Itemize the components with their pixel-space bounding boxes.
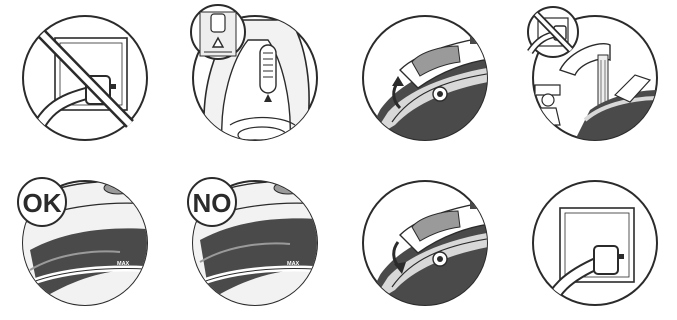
step-water-tank-fill-level bbox=[191, 5, 317, 143]
ok-badge: OK bbox=[18, 178, 66, 226]
max-mark-no: MAX bbox=[287, 261, 300, 267]
step-unplug-prohibited bbox=[23, 16, 147, 150]
step-fill-to-max-ok: MAX OK bbox=[18, 178, 160, 320]
no-label: NO bbox=[193, 188, 232, 218]
step-overfill-no: MAX NO bbox=[188, 178, 330, 320]
prohibit-inset bbox=[528, 7, 578, 57]
step-fill-from-tap-prohibited bbox=[528, 7, 660, 140]
no-badge: NO bbox=[188, 178, 236, 226]
zoom-inset bbox=[191, 5, 245, 59]
max-mark-ok: MAX bbox=[117, 261, 130, 267]
step-plug-in bbox=[533, 181, 657, 320]
ok-label: OK bbox=[23, 188, 62, 218]
step-open-fill-cap bbox=[360, 16, 500, 150]
step-close-fill-cap bbox=[360, 181, 500, 315]
